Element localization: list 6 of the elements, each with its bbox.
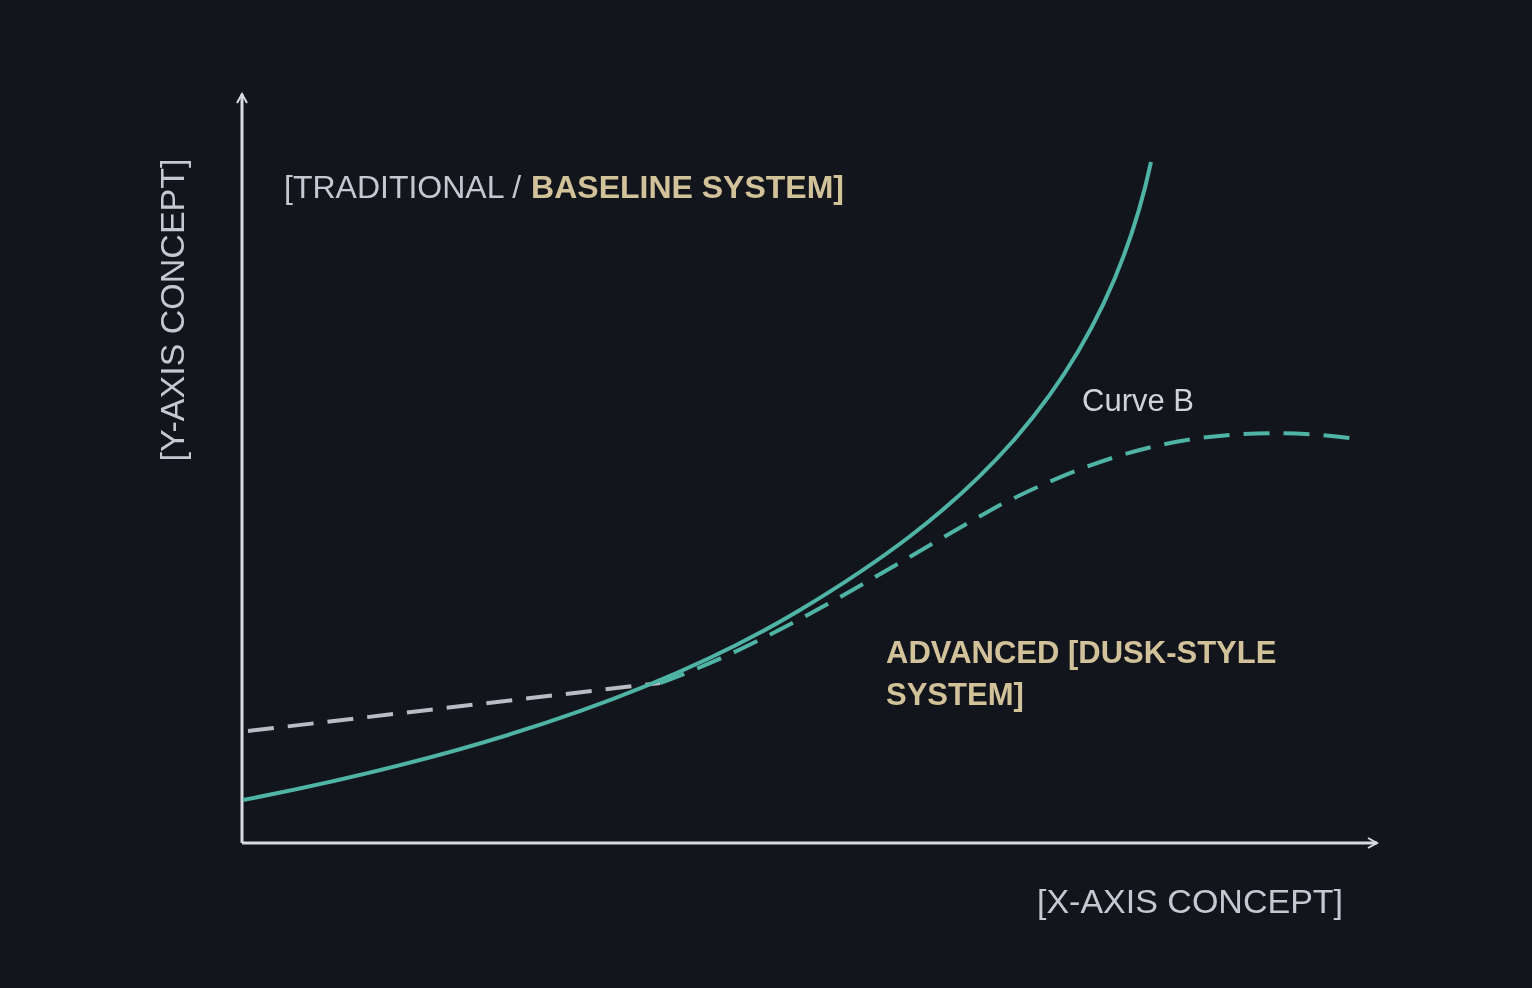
chart-region-label: BASELINE SYSTEM] [531, 168, 844, 207]
x-axis-label: [X-AXIS CONCEPT] [1037, 881, 1344, 922]
y-axis-label: [Y-AXIS CONCEPT] [151, 158, 192, 462]
chart-region-label: [TRADITIONAL / [284, 168, 522, 207]
chart-region-label: ADVANCED [DUSK-STYLE SYSTEM] [886, 634, 1278, 714]
curve-label: Curve B [1082, 382, 1194, 420]
